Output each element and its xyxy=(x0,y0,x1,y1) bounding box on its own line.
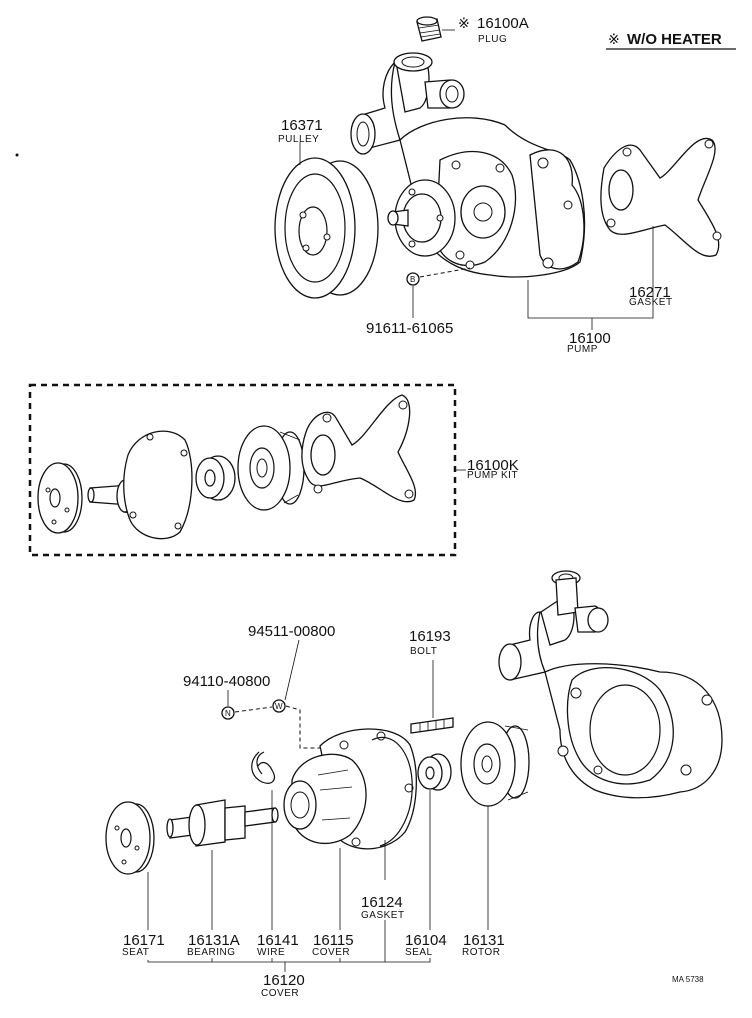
bearing-part xyxy=(166,799,279,930)
nut-washer: N W xyxy=(221,639,322,749)
pulley-name: PULLEY xyxy=(278,134,319,145)
cover-small-name: COVER xyxy=(312,947,350,958)
pump-kit-number: 16100K xyxy=(467,457,519,474)
pump-name: PUMP xyxy=(567,344,598,355)
callout-stud-bolt: 16193 BOLT xyxy=(409,628,451,657)
rotor-name: ROTOR xyxy=(462,947,500,958)
seat-name: SEAT xyxy=(122,947,149,958)
seat-part xyxy=(105,801,155,930)
callout-pulley: 16371 PULLEY xyxy=(278,117,323,145)
pump-housing xyxy=(350,52,586,278)
seal-number: 16104 xyxy=(405,932,447,949)
bearing-number: 16131A xyxy=(188,932,240,949)
bolt-marker-b xyxy=(406,272,420,286)
gasket-top-part xyxy=(600,137,722,257)
seat-number: 16171 xyxy=(123,932,165,949)
plug-number: 16100A xyxy=(477,15,529,32)
seal-part xyxy=(417,753,452,930)
stud-bolt-number: 16193 xyxy=(409,628,451,645)
wire-clip xyxy=(251,751,275,930)
callout-washer-ref: 94511-00800 xyxy=(248,623,335,640)
gasket-top-number: 16271 xyxy=(629,284,671,301)
plug-part xyxy=(416,16,442,42)
washer-marker-letter: W xyxy=(275,702,283,711)
cover-assy-name: COVER xyxy=(261,988,299,999)
pump-kit-name: PUMP KIT xyxy=(467,470,518,481)
bearing-name: BEARING xyxy=(187,947,236,958)
stray-mark xyxy=(15,153,19,157)
note-text: W/O HEATER xyxy=(627,31,722,48)
plug-symbol: ※ xyxy=(458,16,470,32)
nut-marker-letter: N xyxy=(225,709,231,718)
stud-bolt-name: BOLT xyxy=(410,646,437,657)
callout-bearing: 16131A BEARING xyxy=(187,932,240,958)
callout-cover-small: 16115 COVER xyxy=(312,932,354,958)
pulley-number: 16371 xyxy=(281,117,323,134)
note-symbol: ※ xyxy=(608,32,620,48)
gasket-top-name: GASKET xyxy=(629,297,673,308)
hub-flange xyxy=(387,179,456,257)
rotor-number: 16131 xyxy=(463,932,505,949)
drawing-reference: MA 5738 xyxy=(672,975,704,984)
callout-plug: ※ 16100A PLUG xyxy=(458,15,529,45)
callout-rotor: 16131 ROTOR xyxy=(462,932,505,958)
pump-kit-group xyxy=(28,383,466,557)
callout-gasket-mid: 16124 GASKET xyxy=(361,894,405,921)
wire-name: WIRE xyxy=(257,947,285,958)
cover-body xyxy=(283,728,417,930)
bolt-ref-number: 91611-61065 xyxy=(366,320,453,337)
callout-cover-assy: 16120 COVER xyxy=(261,972,305,999)
pump-assembly-top: B xyxy=(274,16,722,330)
nut-ref-number: 94110-40800 xyxy=(183,673,270,690)
washer-marker xyxy=(272,699,286,713)
cover-assy-bracket xyxy=(147,958,431,963)
pump-body-bottom xyxy=(498,570,723,799)
callout-wire: 16141 WIRE xyxy=(257,932,299,958)
callout-seal: 16104 SEAL xyxy=(405,932,447,958)
nut-marker xyxy=(221,706,235,720)
callout-pump-kit: 16100K PUMP KIT xyxy=(467,457,519,481)
rotor-part xyxy=(460,721,530,930)
callout-gasket-top: 16271 GASKET xyxy=(629,284,673,308)
cover-small-number: 16115 xyxy=(313,932,354,949)
bolt-marker-b-letter: B xyxy=(410,275,415,284)
header-note: ※ W/O HEATER xyxy=(606,31,736,50)
wire-number: 16141 xyxy=(257,932,299,949)
callout-pump: 16100 PUMP xyxy=(567,330,611,355)
stud-bolt xyxy=(410,660,454,734)
callout-bolt-ref: 91611-61065 xyxy=(366,320,453,337)
gasket-mid-number: 16124 xyxy=(361,894,403,911)
pump-number: 16100 xyxy=(569,330,611,347)
washer-ref-number: 94511-00800 xyxy=(248,623,335,640)
seal-name: SEAL xyxy=(405,947,433,958)
callout-seat: 16171 SEAT xyxy=(122,932,165,958)
cover-assy-number: 16120 xyxy=(263,972,305,989)
pulley-part xyxy=(274,157,379,299)
callout-nut-ref: 94110-40800 xyxy=(183,673,270,690)
gasket-mid-name: GASKET xyxy=(361,910,405,921)
plug-name: PLUG xyxy=(478,34,507,45)
